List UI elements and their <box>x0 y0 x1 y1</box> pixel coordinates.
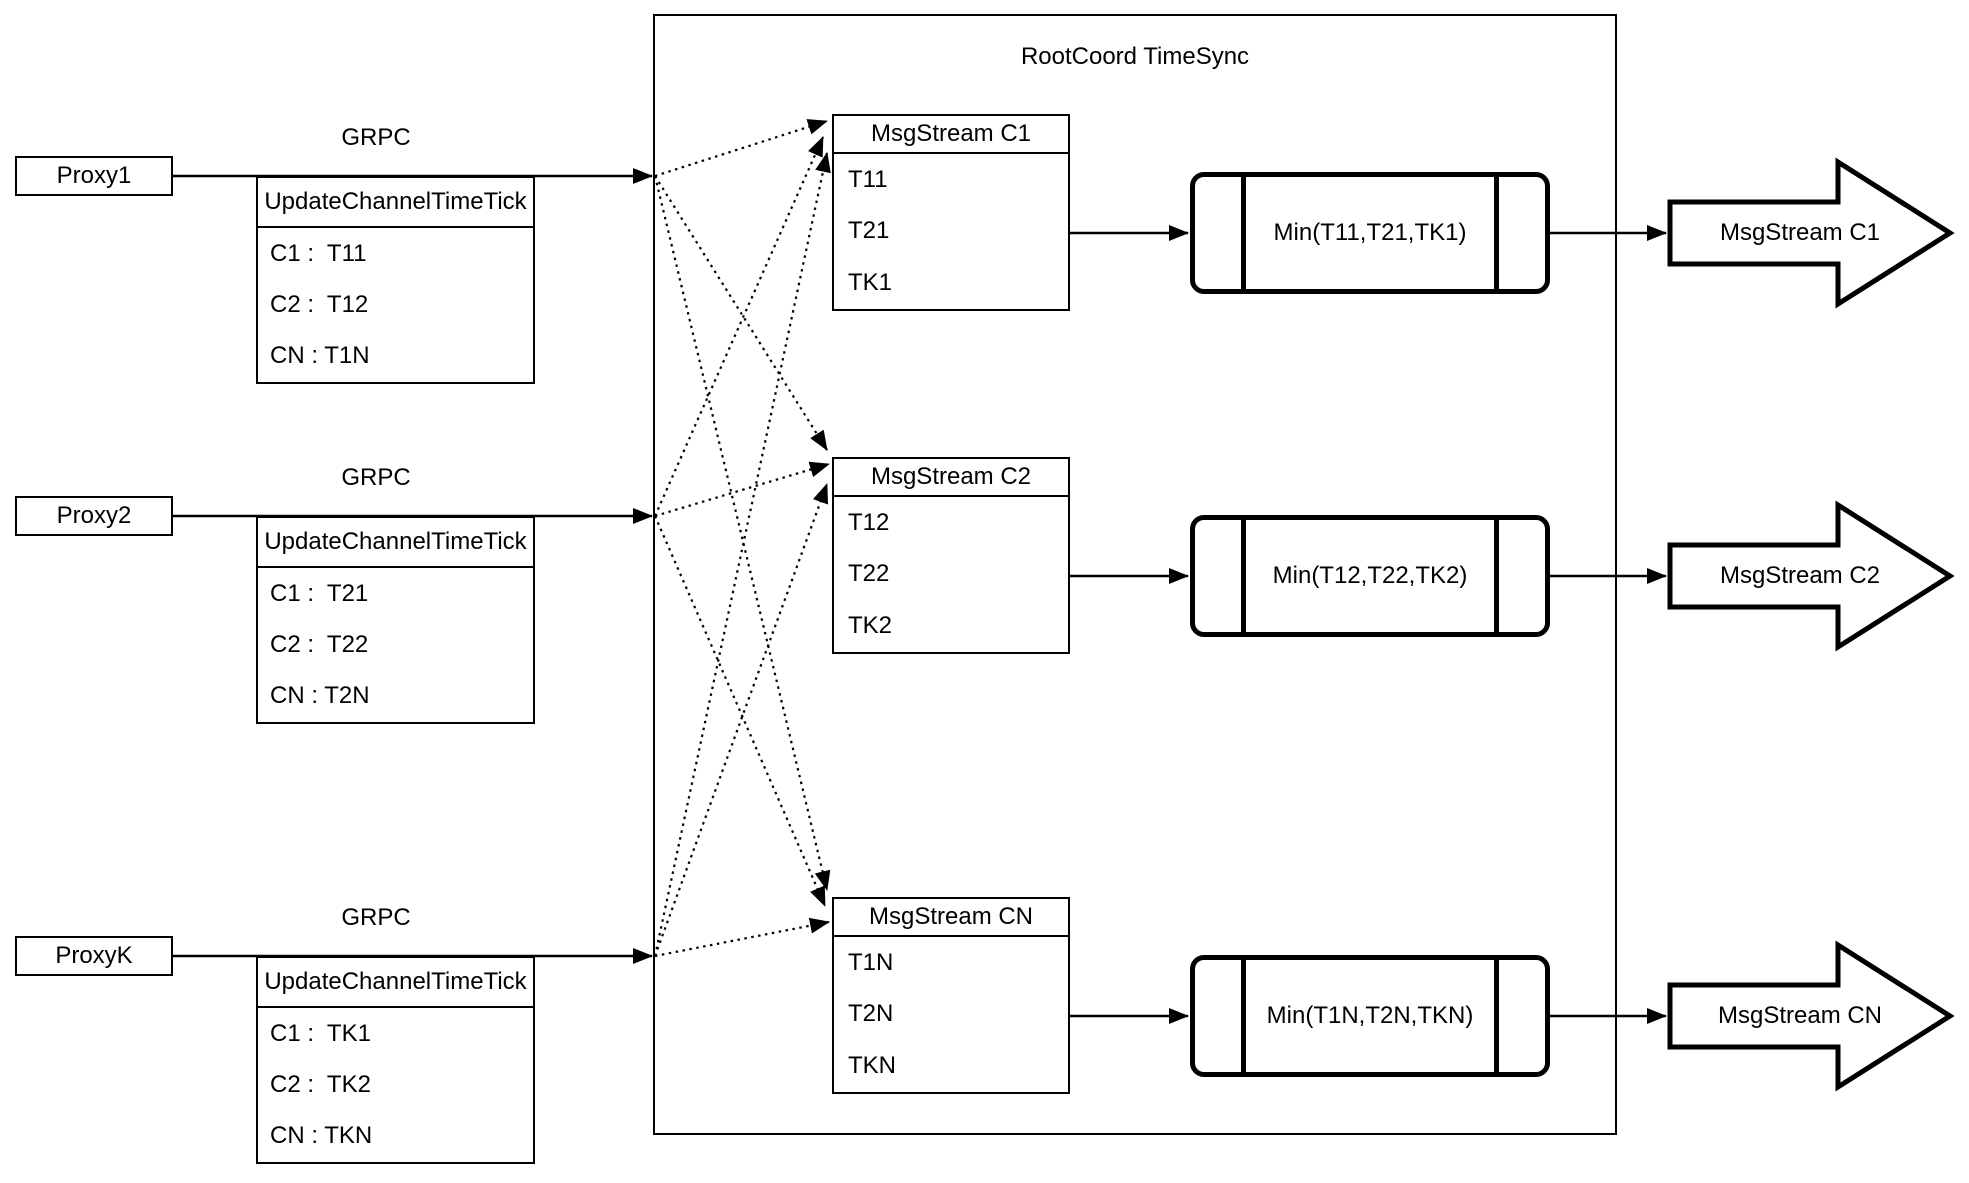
msgstream-table-cn: MsgStream CN T1N T2N TKN <box>832 897 1070 1094</box>
table-title: UpdateChannelTimeTick <box>258 518 533 568</box>
output-arrow-label-c2: MsgStream C2 <box>1719 562 1881 589</box>
timestamp-row: TK1 <box>848 269 893 297</box>
table-row: C2 : TK2 <box>270 1070 371 1098</box>
min-node-left-compartment <box>1195 520 1246 632</box>
min-node-label: Min(T12,T22,TK2) <box>1272 562 1468 589</box>
table-row: CN : TKN <box>270 1122 373 1150</box>
output-arrow-label-c1: MsgStream C1 <box>1719 219 1881 246</box>
table-row: CN : T1N <box>270 342 370 370</box>
msgstream-table-title: MsgStream C1 <box>834 116 1068 154</box>
msgstream-table-c2: MsgStream C2 T12 T22 TK2 <box>832 457 1070 654</box>
timestamp-row: T21 <box>848 217 890 245</box>
update-timetick-table-2: UpdateChannelTimeTick C1 : T21 C2 : T22 … <box>256 516 535 724</box>
min-node-label: Min(T11,T21,TK1) <box>1273 219 1467 246</box>
rootcoord-timesync-box: RootCoord TimeSync <box>653 14 1617 1135</box>
output-arrow-shape-c2 <box>1667 500 1955 652</box>
fanout-p2-c1 <box>653 136 825 517</box>
min-node-right-compartment <box>1494 520 1545 632</box>
grpc-label-2: GRPC <box>341 464 411 491</box>
timestamp-row: T1N <box>848 948 894 976</box>
min-node-c1: Min(T11,T21,TK1) <box>1190 172 1550 294</box>
grpc-label-1: GRPC <box>341 124 411 151</box>
table-title: UpdateChannelTimeTick <box>258 178 533 228</box>
timestamp-row: TKN <box>848 1052 896 1080</box>
output-arrow-shape-c1 <box>1667 157 1955 309</box>
proxy1-node: Proxy1 <box>15 156 173 196</box>
timestamp-row: T12 <box>848 508 890 536</box>
msgstream-table-c1: MsgStream C1 T11 T21 TK1 <box>832 114 1070 311</box>
min-node-label: Min(T1N,T2N,TKN) <box>1266 1002 1474 1029</box>
proxyk-node: ProxyK <box>15 936 173 976</box>
timestamp-row: T22 <box>848 560 890 588</box>
table-row: C1 : TK1 <box>270 1019 371 1047</box>
timestamp-row: T2N <box>848 1000 894 1028</box>
timestamp-row: TK2 <box>848 612 893 640</box>
output-arrow-label-cn: MsgStream CN <box>1717 1002 1883 1029</box>
fanout-p1-c2 <box>654 175 828 451</box>
table-row: C1 : T21 <box>270 579 369 607</box>
table-row: C2 : T12 <box>270 290 369 318</box>
table-row: CN : T2N <box>270 682 370 710</box>
min-node-cn: Min(T1N,T2N,TKN) <box>1190 955 1550 1077</box>
min-node-right-compartment <box>1494 960 1545 1072</box>
update-timetick-table-k: UpdateChannelTimeTick C1 : TK1 C2 : TK2 … <box>256 956 535 1164</box>
fanout-p2-cn <box>653 515 827 907</box>
table-title: UpdateChannelTimeTick <box>258 958 533 1008</box>
fanout-p1-c1 <box>654 119 828 178</box>
min-node-left-compartment <box>1195 177 1246 289</box>
msgstream-table-title: MsgStream CN <box>834 899 1068 937</box>
timestamp-row: T11 <box>848 165 888 193</box>
grpc-label-k: GRPC <box>341 904 411 931</box>
msgstream-table-title: MsgStream C2 <box>834 459 1068 497</box>
min-node-left-compartment <box>1195 960 1246 1072</box>
fanout-p2-c2 <box>654 461 830 518</box>
proxy2-node: Proxy2 <box>15 496 173 536</box>
fanout-pk-cn <box>654 917 830 958</box>
min-node-right-compartment <box>1494 177 1545 289</box>
rootcoord-timesync-title: RootCoord TimeSync <box>1020 43 1250 70</box>
update-timetick-table-1: UpdateChannelTimeTick C1 : T11 C2 : T12 … <box>256 176 535 384</box>
min-node-c2: Min(T12,T22,TK2) <box>1190 515 1550 637</box>
table-row: C1 : T11 <box>270 239 367 267</box>
table-row: C2 : T22 <box>270 630 369 658</box>
output-arrow-shape-cn <box>1667 940 1955 1092</box>
